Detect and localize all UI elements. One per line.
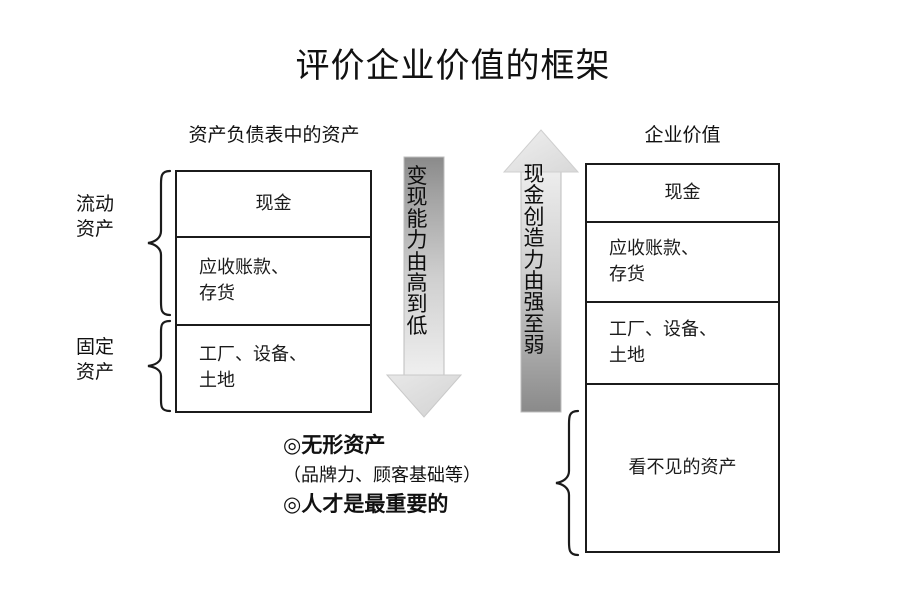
row-label: 现金 — [255, 193, 292, 215]
table-row: 现金 — [177, 172, 370, 238]
right-column-header: 企业价值 — [644, 124, 721, 146]
label-fixed-assets: 固定 资产 — [76, 336, 115, 384]
row-label: 工厂、设备、 土地 — [199, 344, 307, 391]
arrow-cash-generation-label: 现金创造力由强至弱 — [523, 162, 545, 358]
table-row: 工厂、设备、 土地 — [587, 303, 778, 385]
row-label: 看不见的资产 — [628, 456, 737, 478]
note-line: ◎人才是最重要的 — [283, 492, 449, 517]
arrow-cash-generation-up — [500, 126, 582, 418]
table-row: 应收账款、 存货 — [177, 238, 370, 326]
row-label: 应收账款、 存货 — [609, 238, 699, 285]
table-row: 现金 — [587, 165, 778, 223]
arrow-liquidity-label: 变现能力由高到低 — [406, 164, 428, 338]
row-label: 应收账款、 存货 — [199, 257, 289, 304]
table-row: 看不见的资产 — [587, 385, 778, 550]
intangible-notes: ◎无形资产 （品牌力、顾客基础等） ◎人才是最重要的 — [283, 430, 553, 521]
arrow-liquidity-down — [383, 155, 465, 425]
row-label: 工厂、设备、 土地 — [609, 319, 717, 366]
page-title: 评价企业价值的框架 — [295, 46, 611, 86]
brace-current-assets — [140, 168, 174, 322]
table-row: 工厂、设备、 土地 — [177, 326, 370, 410]
brace-intangible-assets — [552, 408, 586, 562]
row-label: 现金 — [664, 182, 701, 204]
table-row: 应收账款、 存货 — [587, 223, 778, 303]
label-current-assets: 流动 资产 — [76, 193, 115, 241]
note-line: （品牌力、顾客基础等） — [283, 464, 481, 486]
note-line: ◎无形资产 — [283, 433, 386, 457]
balance-sheet-assets-box: 现金 应收账款、 存货 工厂、设备、 土地 — [175, 170, 372, 413]
left-column-header: 资产负债表中的资产 — [188, 124, 360, 146]
brace-fixed-assets — [140, 318, 174, 418]
enterprise-value-box: 现金 应收账款、 存货 工厂、设备、 土地 看不见的资产 — [585, 163, 780, 553]
